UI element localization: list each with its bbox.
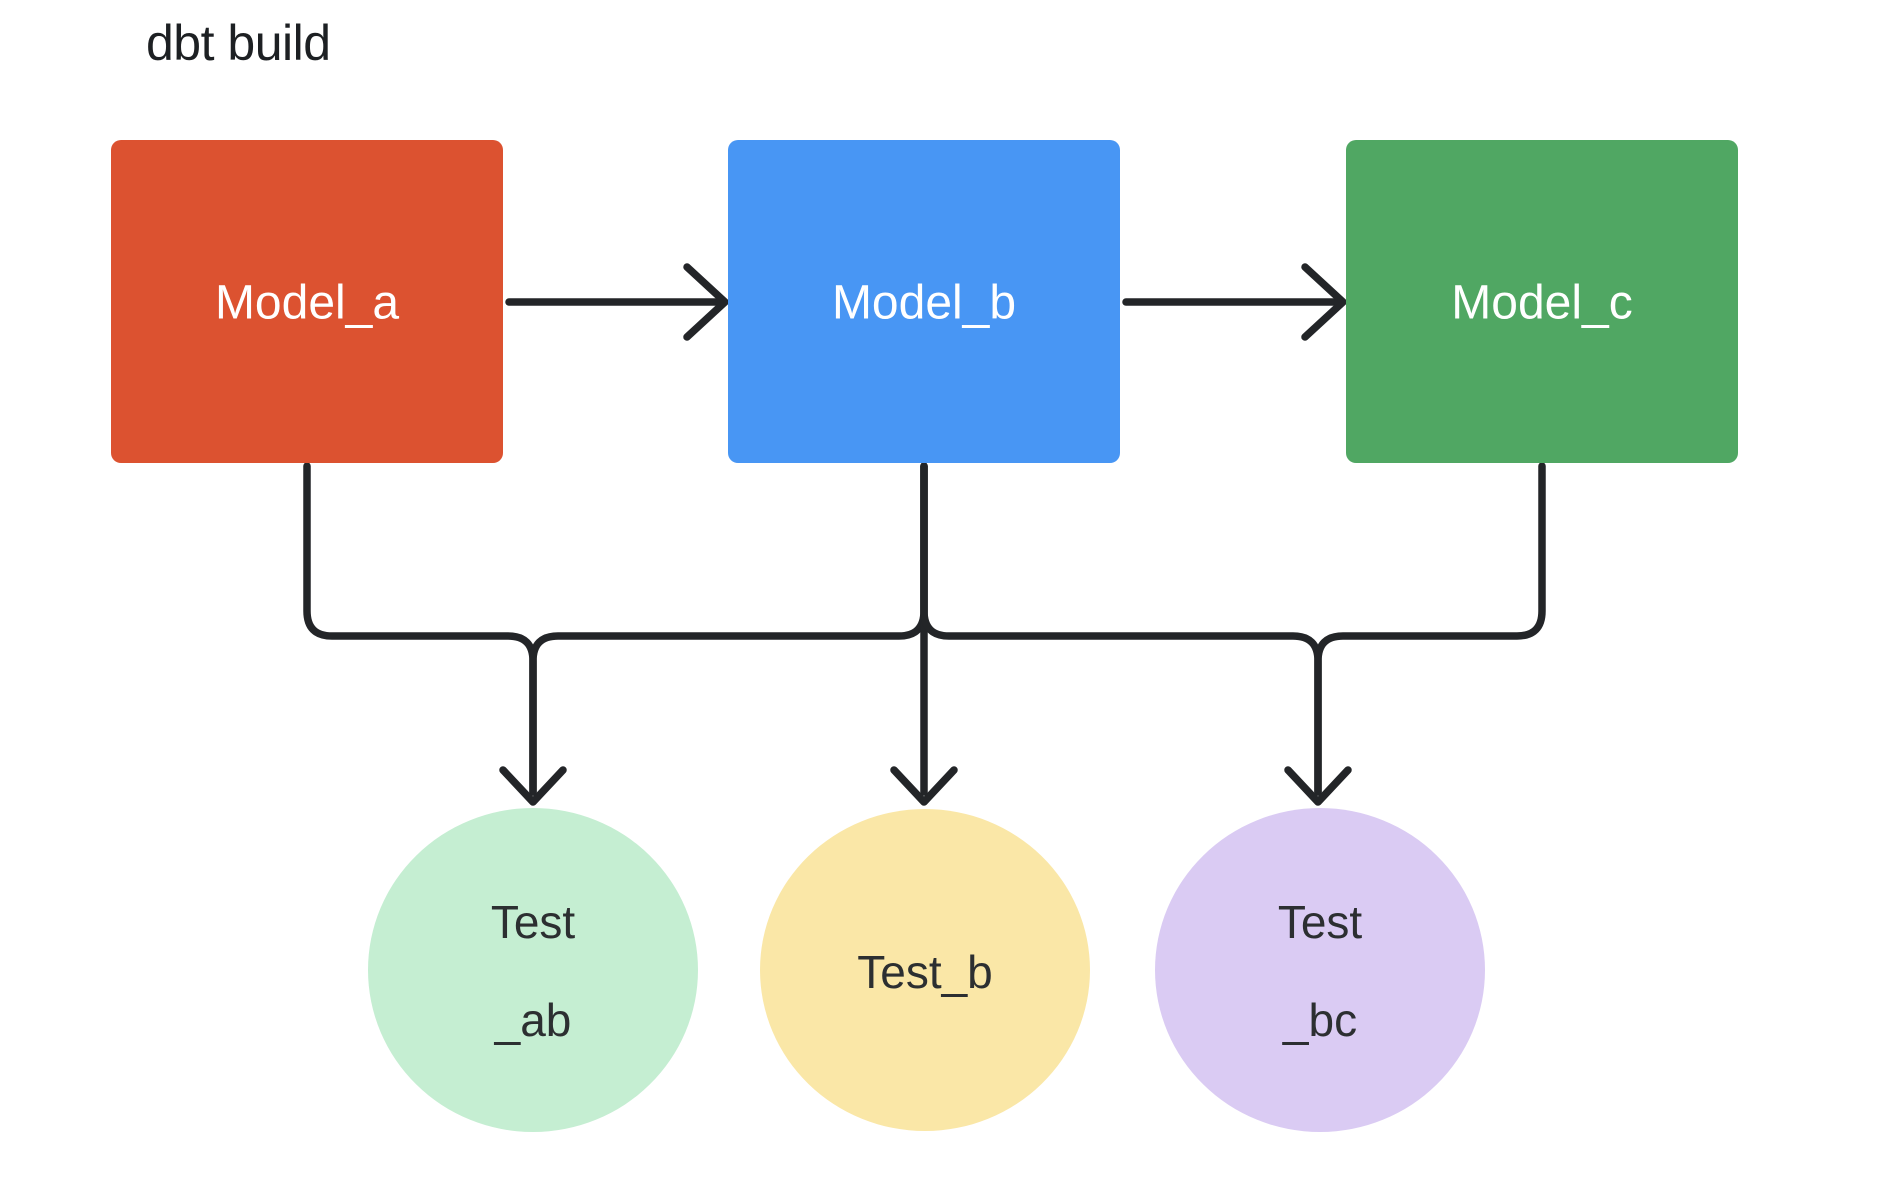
node-test-b: Test_b <box>760 809 1090 1131</box>
edge-model-b-to-test-bc <box>920 462 1322 796</box>
model-b-box <box>728 140 1120 463</box>
test-ab-label-line2: _ab <box>494 994 572 1046</box>
test-ab-circle <box>368 808 698 1132</box>
node-model-c: Model_c <box>1346 140 1738 463</box>
test-bc-label-line2: _bc <box>1282 994 1357 1046</box>
arrowhead-down-icon <box>499 766 567 806</box>
node-model-a: Model_a <box>111 140 503 463</box>
edge-model-a-to-model-b <box>505 263 729 341</box>
arrowhead-down-icon <box>1284 766 1352 806</box>
edge-model-b-to-model-c <box>1122 263 1347 341</box>
node-model-b: Model_b <box>728 140 1120 463</box>
edge-model-a-to-test-ab <box>303 462 537 796</box>
edge-model-b-to-test-ab <box>529 462 928 796</box>
model-c-label: Model_c <box>1451 277 1632 330</box>
arrowhead-down-icon <box>890 766 958 806</box>
node-test-bc: Test _bc <box>1155 808 1485 1132</box>
test-b-circle <box>760 809 1090 1131</box>
test-b-label: Test_b <box>857 946 993 998</box>
arrowhead-right-icon <box>683 263 729 341</box>
test-bc-label-line1: Test <box>1278 896 1363 948</box>
test-ab-label-line1: Test <box>491 896 576 948</box>
model-c-box <box>1346 140 1738 463</box>
diagram-title: dbt build <box>146 15 331 71</box>
model-a-label: Model_a <box>215 277 399 330</box>
arrowhead-right-icon <box>1301 263 1347 341</box>
model-b-label: Model_b <box>832 277 1016 330</box>
node-test-ab: Test _ab <box>368 808 698 1132</box>
edge-model-c-to-test-bc <box>1314 462 1546 796</box>
model-a-box <box>111 140 503 463</box>
test-bc-circle <box>1155 808 1485 1132</box>
